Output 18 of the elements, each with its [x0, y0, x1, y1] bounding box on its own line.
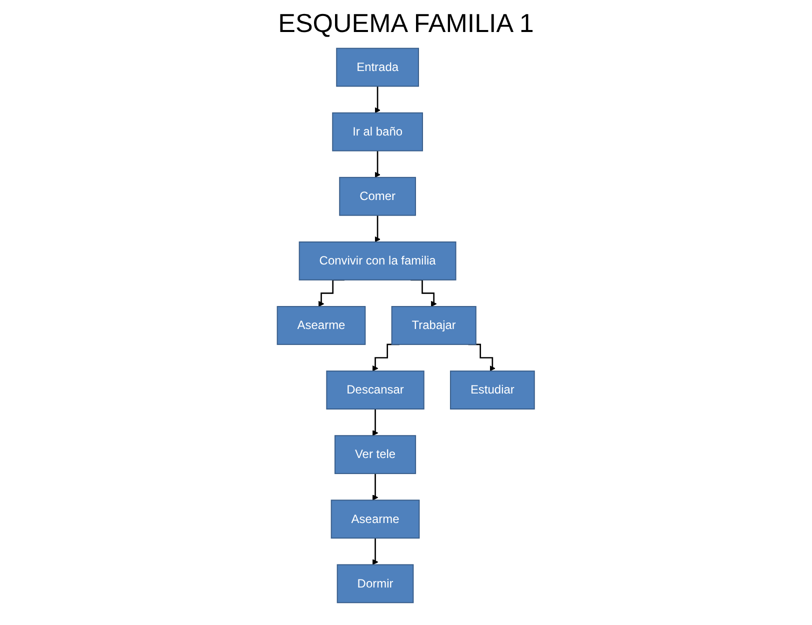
arrow — [372, 537, 378, 565]
node-box: Dormir — [337, 564, 414, 604]
node-box: Asearme — [276, 306, 366, 345]
node-box: Comer — [339, 176, 416, 216]
node-box: Estudiar — [450, 370, 536, 410]
arrow — [372, 408, 378, 436]
node-box: Descansar — [326, 370, 425, 410]
node-box: Ver tele — [334, 435, 416, 474]
arrow — [374, 214, 381, 242]
node-box: Trabajar — [391, 306, 477, 345]
diagram-title: ESQUEMA FAMILIA 1 — [277, 8, 535, 39]
node-box: Convivir con la familia — [299, 241, 456, 280]
node-box: Ir al baño — [332, 112, 424, 152]
arrow — [374, 86, 381, 114]
node-box: Asearme — [331, 500, 420, 539]
node-box: Entrada — [336, 48, 420, 87]
arrow — [374, 150, 381, 178]
arrow — [372, 472, 378, 500]
